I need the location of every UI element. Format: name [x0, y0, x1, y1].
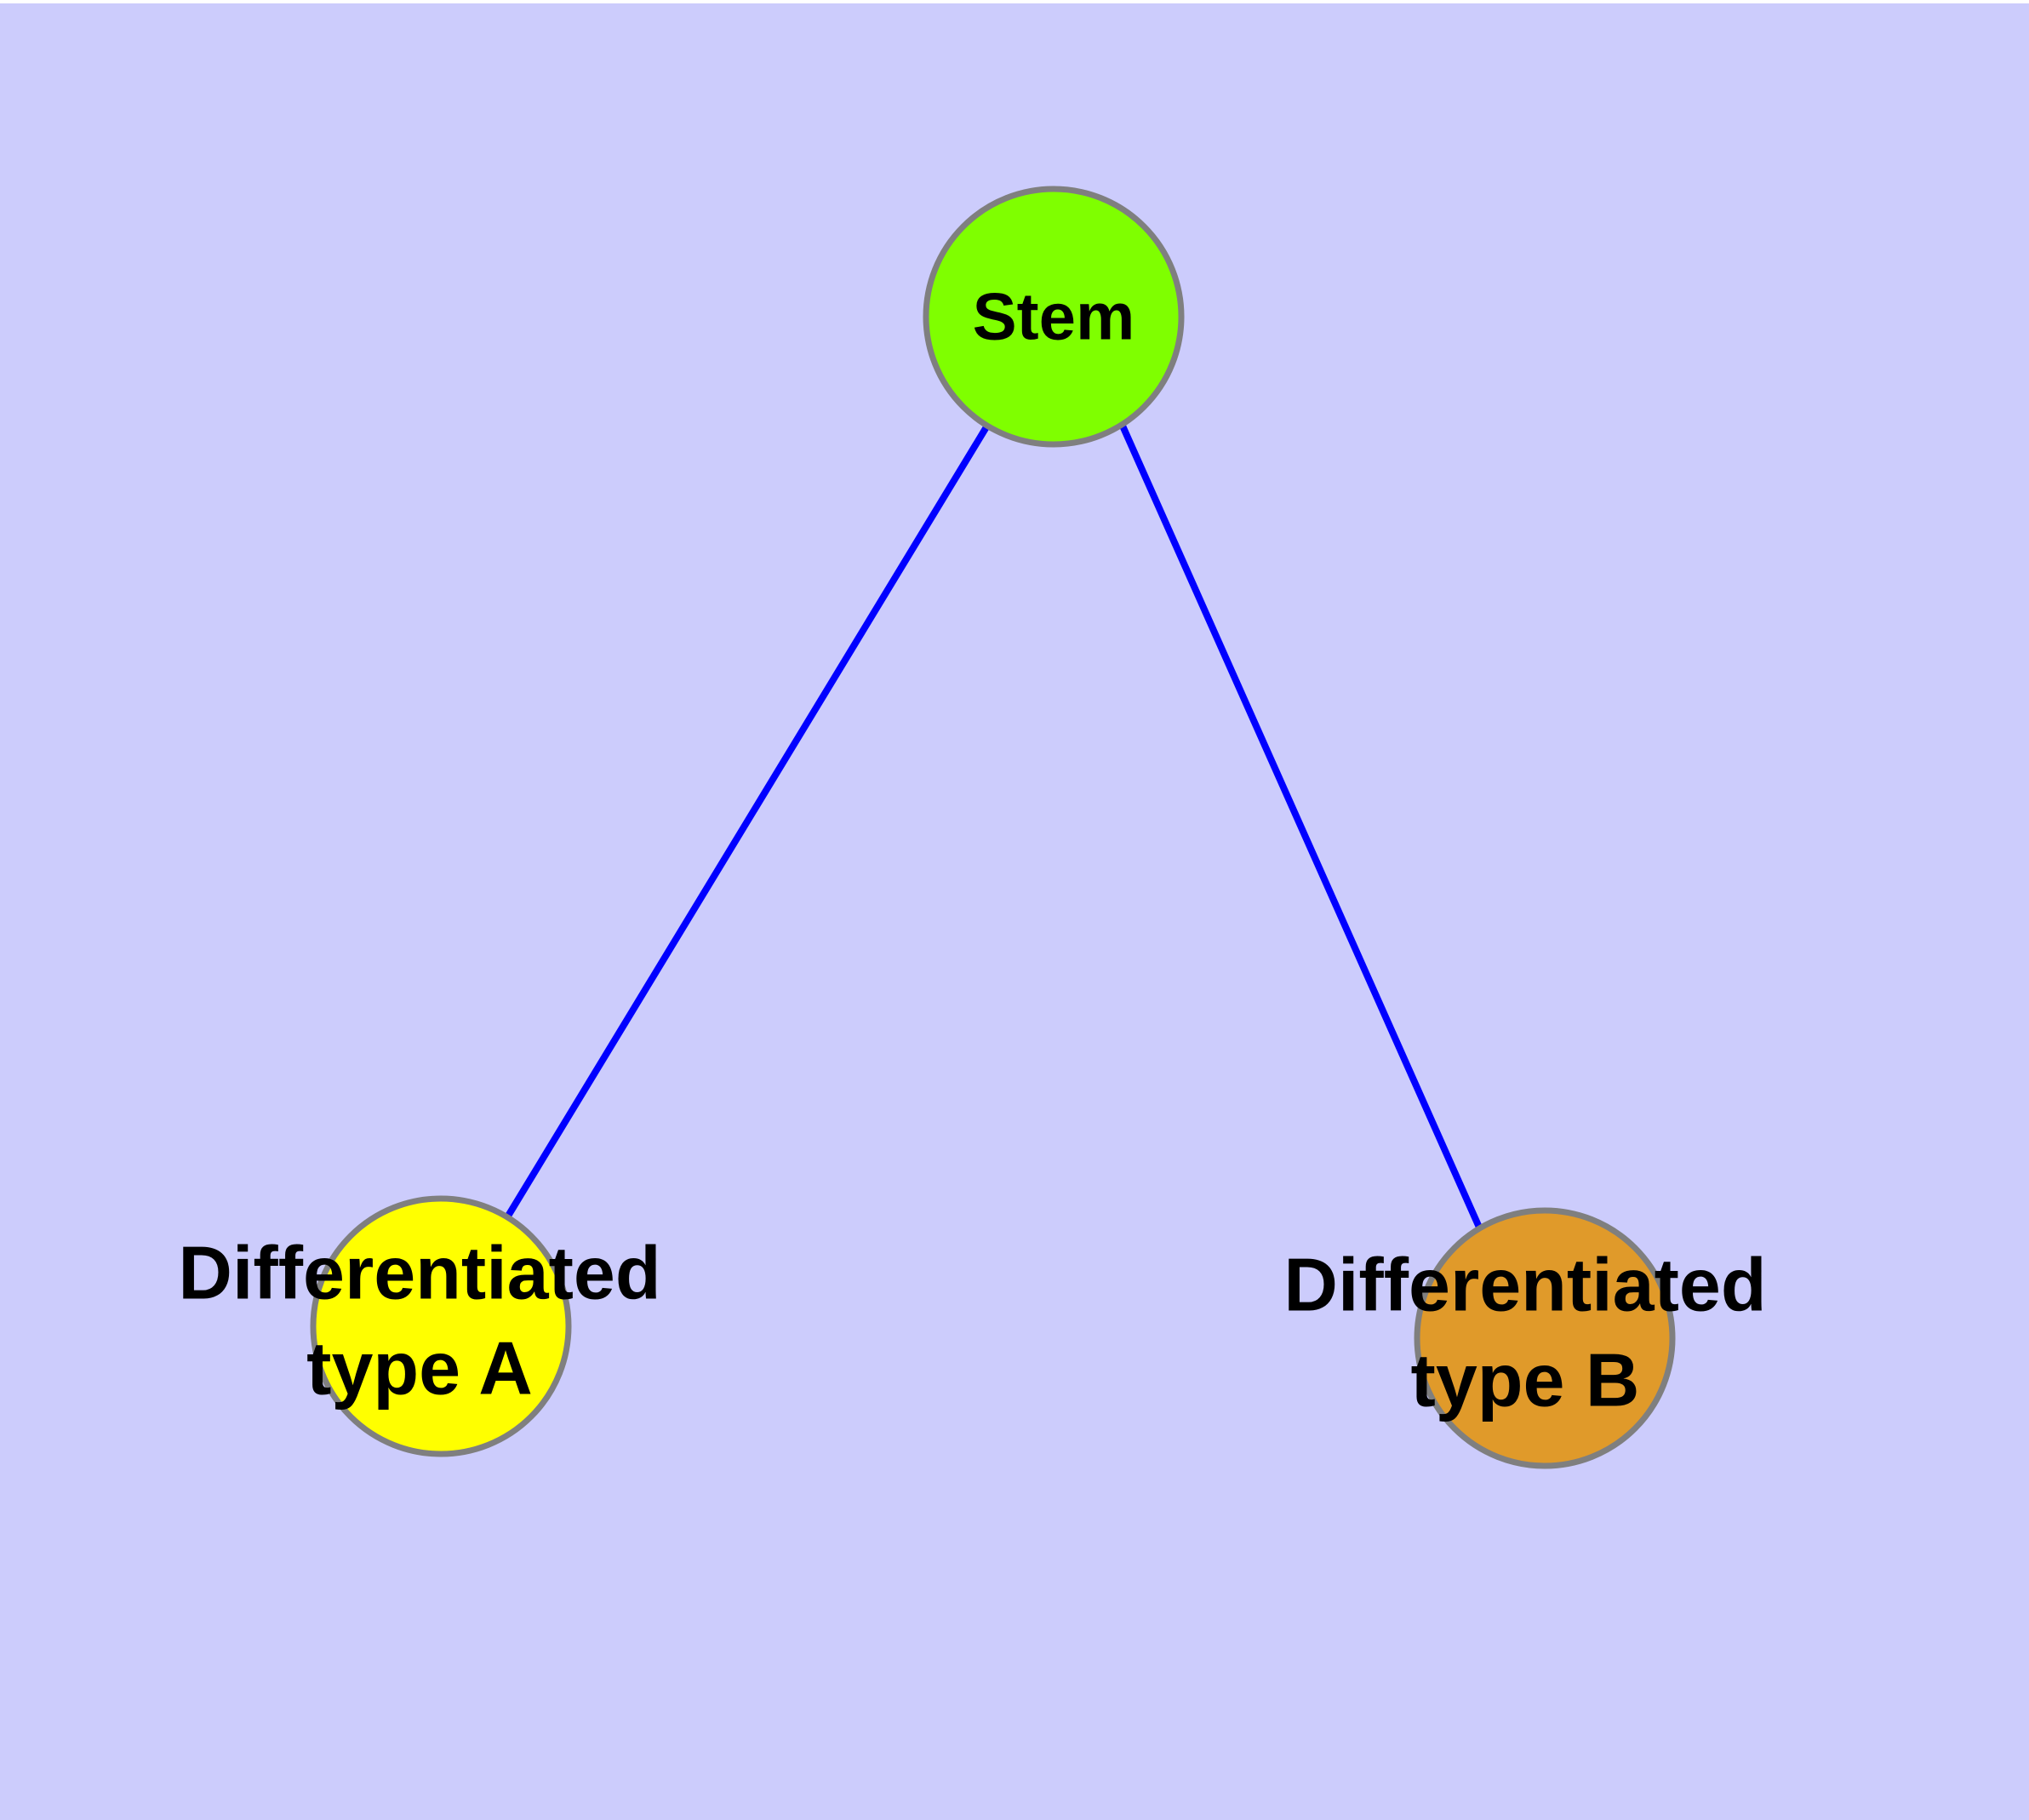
node-differentiated-type-a-label-line2: type A [306, 1325, 533, 1410]
node-layer [310, 186, 1676, 1469]
node-differentiated-type-b-label-line1: Differentiated [1283, 1242, 1766, 1326]
node-stem[interactable] [923, 186, 1185, 448]
edge-layer [504, 422, 1483, 1231]
node-differentiated-type-a-label-line1: Differentiated [178, 1230, 660, 1314]
label-layer: Stem Differentiated type A Differentiate… [178, 279, 1766, 1422]
edge-stem-to-differentiated-type-a[interactable] [504, 423, 991, 1220]
node-differentiated-type-b[interactable] [1414, 1207, 1676, 1469]
node-differentiated-type-b-label-line2: type B [1411, 1337, 1640, 1422]
node-stem-label: Stem [973, 279, 1135, 354]
node-differentiated-type-a[interactable] [310, 1195, 572, 1457]
edge-stem-to-differentiated-type-b[interactable] [1118, 422, 1483, 1231]
